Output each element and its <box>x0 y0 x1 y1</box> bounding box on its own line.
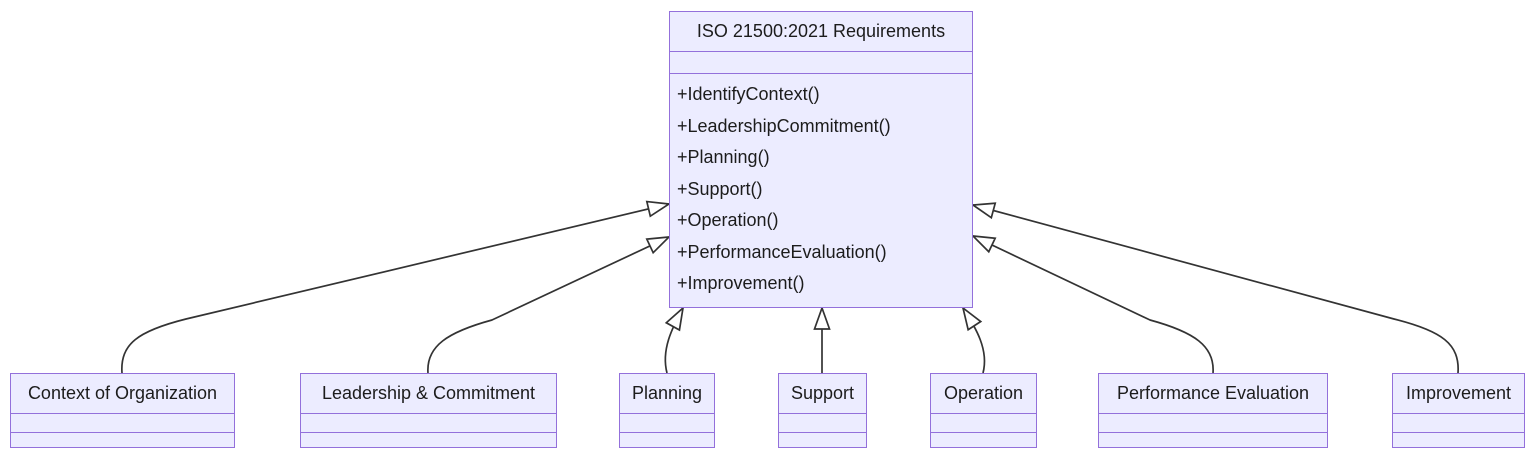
class-title: Context of Organization <box>11 374 234 414</box>
method-label: +Planning() <box>677 147 770 167</box>
inheritance-edge-performance-evaluation <box>973 236 1214 374</box>
class-node-support: Support <box>778 373 867 448</box>
attributes-compartment <box>779 414 866 433</box>
attributes-compartment <box>620 414 714 433</box>
attributes-compartment <box>11 414 234 433</box>
class-title: Leadership & Commitment <box>301 374 556 414</box>
methods-compartment <box>1099 433 1327 447</box>
methods-compartment <box>11 433 234 447</box>
attributes-compartment <box>931 414 1036 433</box>
class-title: Performance Evaluation <box>1099 374 1327 414</box>
class-title: ISO 21500:2021 Requirements <box>670 12 972 52</box>
class-title: Improvement <box>1393 374 1524 414</box>
class-node-operation: Operation <box>930 373 1037 448</box>
class-node-leadership-commitment: Leadership & Commitment <box>300 373 557 448</box>
method-label: +Improvement() <box>677 273 805 293</box>
class-node-performance-evaluation: Performance Evaluation <box>1098 373 1328 448</box>
class-node-context-of-organization: Context of Organization <box>10 373 235 448</box>
methods-compartment <box>779 433 866 447</box>
inheritance-edge-improvement <box>973 205 1459 374</box>
class-node-improvement: Improvement <box>1392 373 1525 448</box>
method-label: +PerformanceEvaluation() <box>677 241 887 262</box>
class-title: Operation <box>931 374 1036 414</box>
class-title: Support <box>779 374 866 414</box>
methods-compartment <box>620 433 714 447</box>
method-label: +LeadershipCommitment() <box>677 115 891 136</box>
methods-compartment <box>1393 433 1524 447</box>
attributes-compartment <box>1393 414 1524 433</box>
method-label: +IdentifyContext() <box>677 84 820 104</box>
method-label: +Support() <box>677 178 763 199</box>
methods-compartment: +IdentifyContext() +LeadershipCommitment… <box>670 74 972 307</box>
class-node-iso-21500-requirements: ISO 21500:2021 Requirements +IdentifyCon… <box>669 11 973 308</box>
inheritance-edge-planning <box>664 308 683 374</box>
method-label: +Operation() <box>677 210 779 230</box>
methods-compartment <box>301 433 556 447</box>
class-node-planning: Planning <box>619 373 715 448</box>
attributes-compartment <box>301 414 556 433</box>
inheritance-edge-leadership-commitment <box>427 237 669 374</box>
attributes-compartment <box>1099 414 1327 433</box>
methods-compartment <box>931 433 1036 447</box>
inheritance-edge-context-of-organization <box>121 204 669 374</box>
class-title: Planning <box>620 374 714 414</box>
inheritance-edge-operation <box>963 308 986 374</box>
attributes-compartment <box>670 52 972 74</box>
